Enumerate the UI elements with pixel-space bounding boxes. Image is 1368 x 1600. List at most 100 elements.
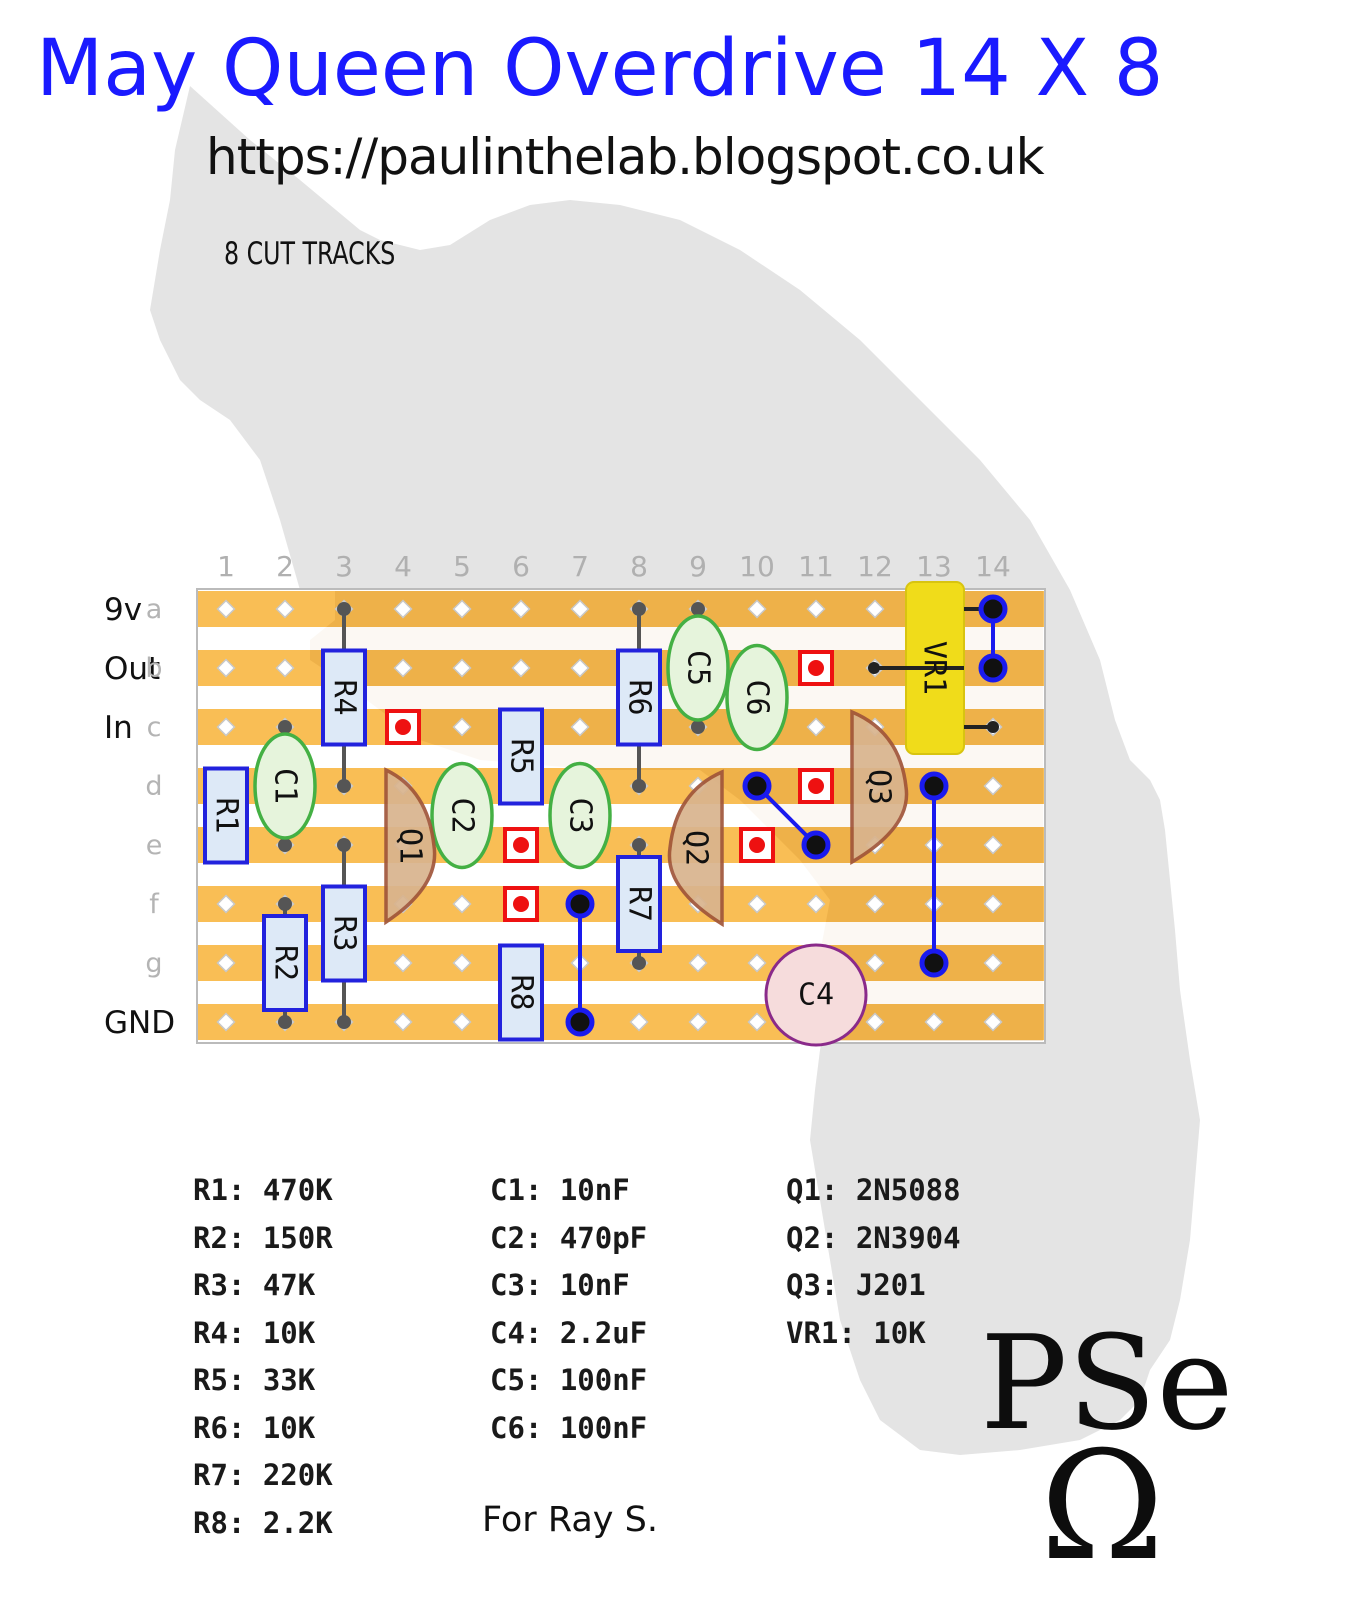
component-label: R5 [504, 738, 539, 774]
link-pad [919, 771, 949, 801]
solder-pad [691, 720, 705, 734]
capacitor-c4 [764, 943, 868, 1047]
link-pad [978, 653, 1008, 683]
hole [452, 717, 472, 737]
hole [983, 776, 1003, 796]
hole [216, 894, 236, 914]
component-label: C1 [268, 768, 303, 804]
solder-pad [337, 779, 351, 793]
component-label: R8 [504, 974, 539, 1010]
part-c4: C4: 2.2uF [490, 1315, 648, 1350]
solder-pad [632, 838, 646, 852]
column-number: 7 [571, 550, 589, 583]
resistor-r1 [203, 766, 249, 865]
part-c1: C1: 10nF [490, 1173, 630, 1207]
capacitor-c2 [430, 761, 494, 870]
column-number: 14 [975, 550, 1011, 583]
resistor-r4 [321, 648, 367, 747]
capacitor-c1 [253, 732, 317, 840]
hole [806, 599, 826, 619]
solder-pad [278, 897, 292, 911]
part-r4: R4: 10K [193, 1315, 316, 1350]
hole [216, 1012, 236, 1032]
column-number: 13 [916, 550, 952, 583]
solder-pad [278, 1015, 292, 1029]
hole [452, 599, 472, 619]
component-label: R1 [209, 797, 244, 833]
hole [452, 953, 472, 973]
part-q1: Q1: 2N5088 [786, 1173, 961, 1207]
parts-list-semis: Q1: 2N5088 Q2: 2N3904 Q3: J201 VR1: 10K [786, 1167, 961, 1357]
transistor-q2 [667, 769, 724, 928]
link-pad [742, 771, 772, 801]
hole [452, 1012, 472, 1032]
hole [747, 1012, 767, 1032]
component-label: Q1 [393, 828, 428, 864]
part-c2: C2: 470pF [490, 1220, 648, 1255]
track-cut-marker [798, 650, 834, 686]
component-label: C3 [563, 797, 598, 833]
part-r7: R7: 220K [193, 1458, 333, 1492]
column-number: 1 [217, 550, 235, 583]
part-r6: R6: 10K [193, 1410, 316, 1445]
column-number: 10 [739, 550, 775, 583]
component-label: R7 [622, 886, 657, 922]
part-q2: Q2: 2N3904 [786, 1220, 961, 1255]
strip-gap [198, 981, 1044, 1004]
capacitor-c6 [725, 643, 789, 752]
column-number: 3 [335, 550, 353, 583]
row-letter: c [147, 712, 162, 743]
column-number: 12 [857, 550, 893, 583]
hole [511, 658, 531, 678]
solder-pad [337, 602, 351, 616]
hole [393, 658, 413, 678]
track-cut-dot [808, 778, 824, 794]
solder-pad [691, 602, 705, 616]
parts-list-resistors: R1: 470K R2: 150R R3: 47K R4: 10K R5: 33… [193, 1167, 333, 1547]
column-number: 11 [798, 550, 834, 583]
component-label: R6 [622, 679, 657, 715]
hole [806, 894, 826, 914]
transistor-q3 [850, 709, 909, 866]
component-label: R2 [268, 945, 303, 981]
part-c3: C3: 10nF [490, 1268, 630, 1302]
solder-pad [868, 662, 880, 674]
resistor-r7 [616, 855, 662, 953]
row-label: Out [104, 651, 160, 687]
hole [806, 717, 826, 737]
track-cut-dot [808, 660, 824, 676]
track-cut-dot [513, 837, 529, 853]
part-q3: Q3: J201 [786, 1268, 926, 1302]
hole [216, 599, 236, 619]
hole [865, 599, 885, 619]
track-cut-dot [395, 719, 411, 735]
link-pad [565, 1007, 595, 1037]
component-label: C5 [681, 650, 716, 686]
solder-pad [337, 1015, 351, 1029]
link-pad [919, 948, 949, 978]
hole [275, 599, 295, 619]
hole [747, 599, 767, 619]
column-number: 9 [689, 550, 707, 583]
column-number: 5 [453, 550, 471, 583]
hole [452, 894, 472, 914]
page-title: May Queen Overdrive 14 X 8 [36, 24, 1164, 114]
dedication: For Ray S. [482, 1500, 658, 1540]
resistor-r8 [498, 943, 544, 1042]
link-pad [565, 889, 595, 919]
cut-tracks-note: 8 CUT TRACKS [224, 236, 396, 272]
hole [747, 953, 767, 973]
strip-gap [198, 627, 1044, 650]
capacitor-c5 [666, 614, 730, 722]
resistor-r6 [616, 648, 662, 747]
row-letter: f [149, 889, 160, 920]
component-label: C2 [445, 797, 480, 833]
link-pad [978, 594, 1008, 624]
parts-list-capacitors: C1: 10nF C2: 470pF C3: 10nF C4: 2.2uF C5… [490, 1167, 647, 1452]
row-letter: b [145, 653, 162, 684]
hole [924, 1012, 944, 1032]
column-number: 6 [512, 550, 530, 583]
